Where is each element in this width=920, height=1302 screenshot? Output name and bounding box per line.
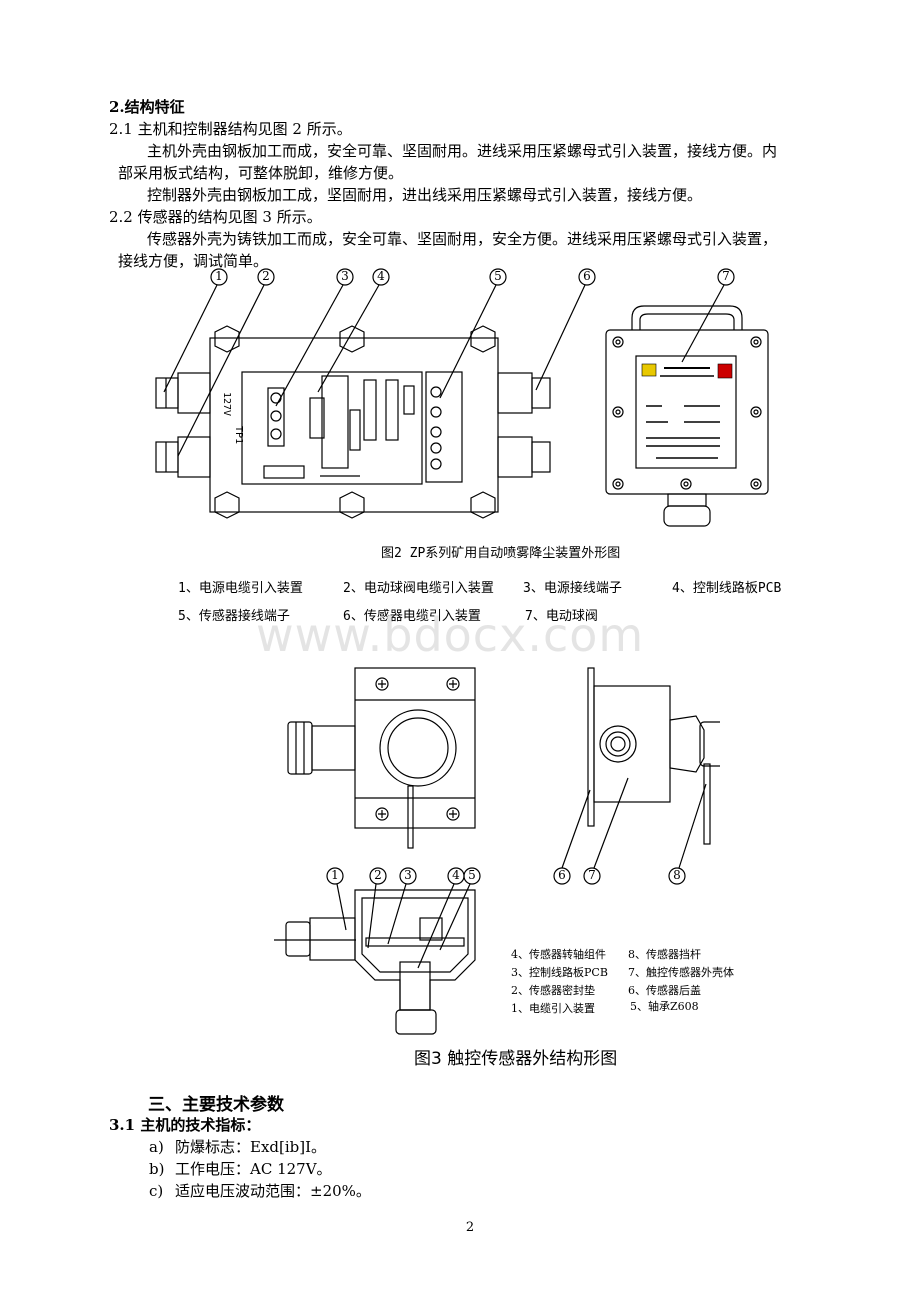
- list-item: 防爆标志：Exd[ib]I。: [175, 1138, 327, 1156]
- legend-item: 7、电动球阀: [525, 609, 598, 624]
- legend-item: 7、触控传感器外壳体: [628, 966, 734, 979]
- legend-item: 5、传感器接线端子: [178, 609, 290, 624]
- list-marker: b): [149, 1160, 165, 1178]
- legend-item: 6、传感器电缆引入装置: [343, 609, 481, 624]
- legend-item: 5、轴承Z608: [630, 1000, 699, 1013]
- callout-1: 1: [331, 868, 339, 882]
- callout-3: 3: [341, 269, 349, 283]
- legend-item: 3、控制线路板PCB: [511, 966, 608, 979]
- legend-item: 4、控制线路板PCB: [672, 581, 782, 596]
- paragraph: 主机外壳由钢板加工而成，安全可靠、坚固耐用。进线采用压紧螺母式引入装置，接线方便…: [147, 142, 778, 160]
- section-heading: 2.结构特征: [109, 98, 185, 116]
- legend-item: 2、电动球阀电缆引入装置: [343, 581, 494, 596]
- callout-7: 7: [722, 269, 730, 283]
- legend-item: 8、传感器挡杆: [628, 948, 701, 961]
- controller-box: [605, 329, 769, 495]
- subsection-heading: 3.1 主机的技术指标：: [109, 1116, 261, 1134]
- callout-5: 5: [468, 868, 476, 882]
- watermark: www.bdocx.com: [256, 608, 645, 662]
- control-pcb: [241, 371, 423, 485]
- nameplate: [635, 355, 737, 469]
- list-item: 适应电压波动范围：±20%。: [175, 1182, 371, 1200]
- paragraph: 部采用板式结构，可整体脱卸，维修方便。: [118, 164, 404, 182]
- page-number: 2: [465, 1220, 475, 1235]
- figure-2-caption: 图2 ZP系列矿用自动喷雾降尘装置外形图: [381, 546, 621, 561]
- callout-4: 4: [452, 868, 460, 882]
- paragraph: 接线方便，调试简单。: [118, 252, 269, 270]
- host-enclosure: [209, 337, 499, 513]
- paragraph: 传感器外壳为铸铁加工而成，安全可靠、坚固耐用，安全方便。进线采用压紧螺母式引入装…: [147, 230, 778, 248]
- corner-nut: [339, 325, 365, 353]
- legend-item: 6、传感器后盖: [628, 984, 701, 997]
- callout-4: 4: [377, 269, 385, 283]
- legend-item: 4、传感器转轴组件: [511, 948, 606, 961]
- callout-8: 8: [673, 868, 681, 882]
- corner-nut: [214, 491, 240, 519]
- callout-3: 3: [404, 868, 412, 882]
- section-heading: 三、主要技术参数: [148, 1095, 284, 1115]
- callout-7: 7: [588, 868, 596, 882]
- list-item: 工作电压：AC 127V。: [175, 1160, 332, 1178]
- legend-item: 1、电源电缆引入装置: [178, 581, 303, 596]
- callout-2: 2: [374, 868, 382, 882]
- legend-item: 3、电源接线端子: [523, 581, 622, 596]
- list-marker: c): [149, 1182, 164, 1200]
- list-marker: a): [149, 1138, 164, 1156]
- legend-item: 2、传感器密封垫: [511, 984, 595, 997]
- figure-3-caption: 图3 触控传感器外结构形图: [414, 1049, 618, 1069]
- figure-3-drawing: [274, 667, 720, 1035]
- corner-nut: [470, 491, 496, 519]
- callout-6: 6: [558, 868, 566, 882]
- sensor-front-view: [354, 667, 476, 829]
- corner-nut: [339, 491, 365, 519]
- paragraph: 控制器外壳由钢板加工成，坚固耐用，进出线采用压紧螺母式引入装置，接线方便。: [147, 186, 703, 204]
- corner-nut: [214, 325, 240, 353]
- callout-2: 2: [262, 269, 270, 283]
- board-label-127v: 127V: [221, 392, 232, 417]
- figure-2-drawing: [155, 268, 769, 527]
- callout-5: 5: [494, 269, 502, 283]
- callout-1: 1: [215, 269, 223, 283]
- paragraph: 2.2 传感器的结构见图 3 所示。: [109, 208, 322, 226]
- corner-nut: [470, 325, 496, 353]
- sensor-terminal: [425, 371, 463, 483]
- paragraph: 2.1 主机和控制器结构见图 2 所示。: [109, 120, 352, 138]
- board-label-tp1: TP1: [233, 426, 244, 445]
- legend-item: 1、电缆引入装置: [511, 1002, 595, 1015]
- callout-6: 6: [583, 269, 591, 283]
